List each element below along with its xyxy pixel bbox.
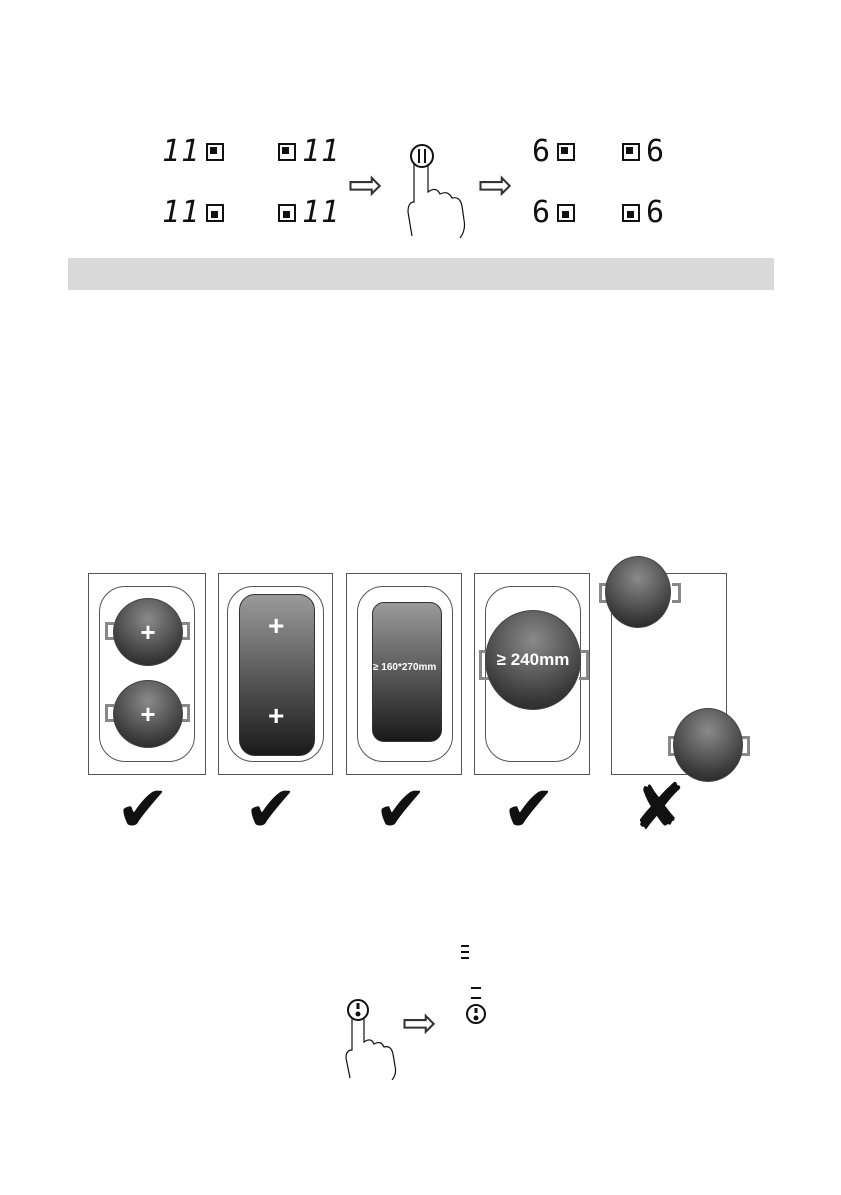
display-right-bottom-1: 6 bbox=[532, 198, 575, 228]
digit-readout: 6 bbox=[646, 137, 665, 167]
panel-two-round-pots: + + bbox=[88, 573, 206, 775]
section-header-bar bbox=[68, 258, 774, 290]
digit-readout: 6 bbox=[532, 198, 551, 228]
zone-indicator-icon bbox=[206, 204, 224, 222]
digit-readout: 11 bbox=[162, 198, 200, 228]
digit-readout: 11 bbox=[302, 137, 340, 167]
digit-readout: 6 bbox=[646, 198, 665, 228]
finger-press-icon bbox=[400, 140, 480, 240]
plus-icon: + bbox=[140, 699, 155, 730]
zone-indicator-icon bbox=[622, 143, 640, 161]
zone-indicator-icon bbox=[206, 143, 224, 161]
zone-indicator-icon bbox=[622, 204, 640, 222]
finger-press-icon bbox=[340, 996, 410, 1080]
zone-indicator-icon bbox=[278, 204, 296, 222]
zone-indicator-icon bbox=[557, 204, 575, 222]
panel-large-round-pot: ≥ 240mm bbox=[474, 573, 590, 775]
display-left-bottom-2: 11 bbox=[278, 198, 340, 228]
round-pot: ≥ 240mm bbox=[485, 610, 581, 710]
digit-readout: 11 bbox=[302, 198, 340, 228]
display-left-bottom-1: 11 bbox=[162, 198, 224, 228]
round-pot: + bbox=[113, 680, 183, 748]
display-right-top-1: 6 bbox=[532, 137, 575, 167]
plus-icon: + bbox=[268, 702, 284, 730]
round-pot bbox=[605, 556, 671, 628]
arrow-right-icon: ⇨ bbox=[478, 164, 513, 206]
pot-size-label: ≥ 240mm bbox=[497, 650, 570, 670]
display-left-top-2: 11 bbox=[278, 137, 340, 167]
round-pot: + bbox=[113, 598, 183, 666]
cross-icon: ✘ bbox=[632, 776, 686, 840]
zone-indicator-icon bbox=[278, 143, 296, 161]
arrow-right-icon: ⇨ bbox=[348, 164, 383, 206]
display-right-bottom-2: 6 bbox=[622, 198, 665, 228]
panel-flex-pan: + + bbox=[218, 573, 333, 775]
arrow-right-icon: ⇨ bbox=[402, 1002, 437, 1044]
check-icon: ✔ bbox=[244, 778, 298, 842]
display-left-top-1: 11 bbox=[162, 137, 224, 167]
panel-rect-pan-size: ≥ 160*270mm bbox=[346, 573, 462, 775]
pan-size-label: ≥ 160*270mm bbox=[373, 662, 436, 673]
check-icon: ✔ bbox=[116, 778, 170, 842]
check-icon: ✔ bbox=[374, 778, 428, 842]
plus-icon: + bbox=[140, 617, 155, 648]
digit-readout: 11 bbox=[162, 137, 200, 167]
plus-icon: + bbox=[268, 612, 284, 640]
pot-handle bbox=[672, 583, 681, 603]
check-icon: ✔ bbox=[502, 778, 556, 842]
zone-indicator-icon bbox=[557, 143, 575, 161]
digit-readout: 6 bbox=[532, 137, 551, 167]
power-level-indicator-icon bbox=[455, 940, 495, 1040]
display-right-top-2: 6 bbox=[622, 137, 665, 167]
